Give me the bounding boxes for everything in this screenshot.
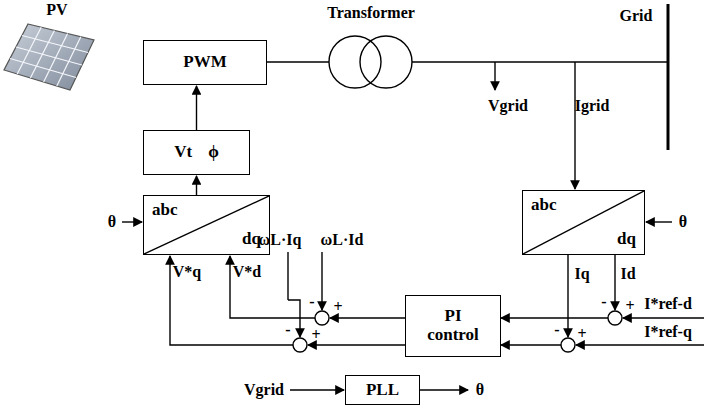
sign-label: - <box>285 321 290 339</box>
signal-connector <box>196 176 197 195</box>
reference-wire <box>576 344 704 345</box>
signal-label: θ <box>476 381 484 399</box>
signal-wire <box>330 317 405 318</box>
sign-label: - <box>309 293 314 311</box>
pv-cell-line <box>22 36 88 53</box>
sign-label: + <box>577 325 586 343</box>
signal-wire <box>501 344 561 345</box>
power-wire <box>267 61 329 62</box>
block-text: dq <box>242 230 261 249</box>
signal-wire <box>501 317 608 318</box>
signal-wire <box>420 389 468 390</box>
signal-wire <box>614 255 615 310</box>
decoupling-wire <box>287 252 288 300</box>
signal-label: Vgrid <box>244 381 284 399</box>
block-text: PI control <box>418 307 488 344</box>
pv-panel-frame <box>4 24 94 90</box>
sign-label: + <box>311 326 320 344</box>
pi-controller: PI control <box>405 295 501 357</box>
summing-junction <box>293 338 307 352</box>
signal-label: Iq <box>574 265 589 283</box>
signal-label: V*d <box>233 263 261 281</box>
signal-label: Transformer <box>327 4 415 22</box>
transformer-winding <box>360 36 412 88</box>
signal-connector <box>196 86 197 130</box>
block-text: abc <box>531 196 557 215</box>
transformer-winding <box>329 36 381 88</box>
signal-label: I*ref-q <box>644 323 692 341</box>
pll-block: PLL <box>345 375 420 405</box>
block-text: ϕ <box>208 143 219 162</box>
signal-label: Vgrid <box>488 97 528 115</box>
signal-label: Grid <box>620 7 653 25</box>
pv-cell-line <box>16 47 82 65</box>
summing-junction <box>608 311 622 325</box>
pwm-block: PWM <box>143 40 267 85</box>
signal-label: Igrid <box>575 97 610 115</box>
transform-block: abc dq <box>143 195 270 255</box>
sign-label: - <box>601 293 606 311</box>
signal-label: V*q <box>173 263 201 281</box>
sign-label: - <box>554 321 559 339</box>
summing-junction <box>315 311 329 325</box>
signal-label: PV <box>46 1 67 19</box>
block-text: Vt <box>174 143 192 162</box>
signal-label: ωL·Iq <box>259 231 302 249</box>
signal-wire <box>170 256 293 345</box>
grid-bus <box>667 4 670 150</box>
theta-arrow <box>646 221 672 222</box>
signal-label: θ <box>108 213 116 231</box>
block-text: dq <box>617 230 636 249</box>
power-wire <box>412 61 668 62</box>
signal-label: Id <box>620 265 635 283</box>
block-text: PWM <box>183 53 226 72</box>
signal-label: I*ref-d <box>644 295 692 313</box>
block-text: abc <box>152 201 178 220</box>
measure-arrow <box>574 62 575 189</box>
theta-arrow <box>122 221 142 222</box>
reference-wire <box>623 317 704 318</box>
signal-wire <box>290 389 344 390</box>
block-text: PLL <box>366 381 399 400</box>
signal-wire <box>230 256 315 318</box>
voltage-angle-block: Vtϕ <box>143 130 250 175</box>
signal-wire <box>308 344 405 345</box>
summing-junction <box>561 338 575 352</box>
signal-label: ωL·Id <box>321 231 364 249</box>
decoupling-wire <box>321 252 322 310</box>
signal-wire <box>567 255 568 337</box>
measure-arrow <box>494 62 495 90</box>
pv-cell-line <box>10 59 76 78</box>
transform-block: abc dq <box>522 190 645 255</box>
signal-label: θ <box>679 213 687 231</box>
pv-panel <box>4 24 94 90</box>
sign-label: + <box>625 297 634 315</box>
sign-label: + <box>333 298 342 316</box>
